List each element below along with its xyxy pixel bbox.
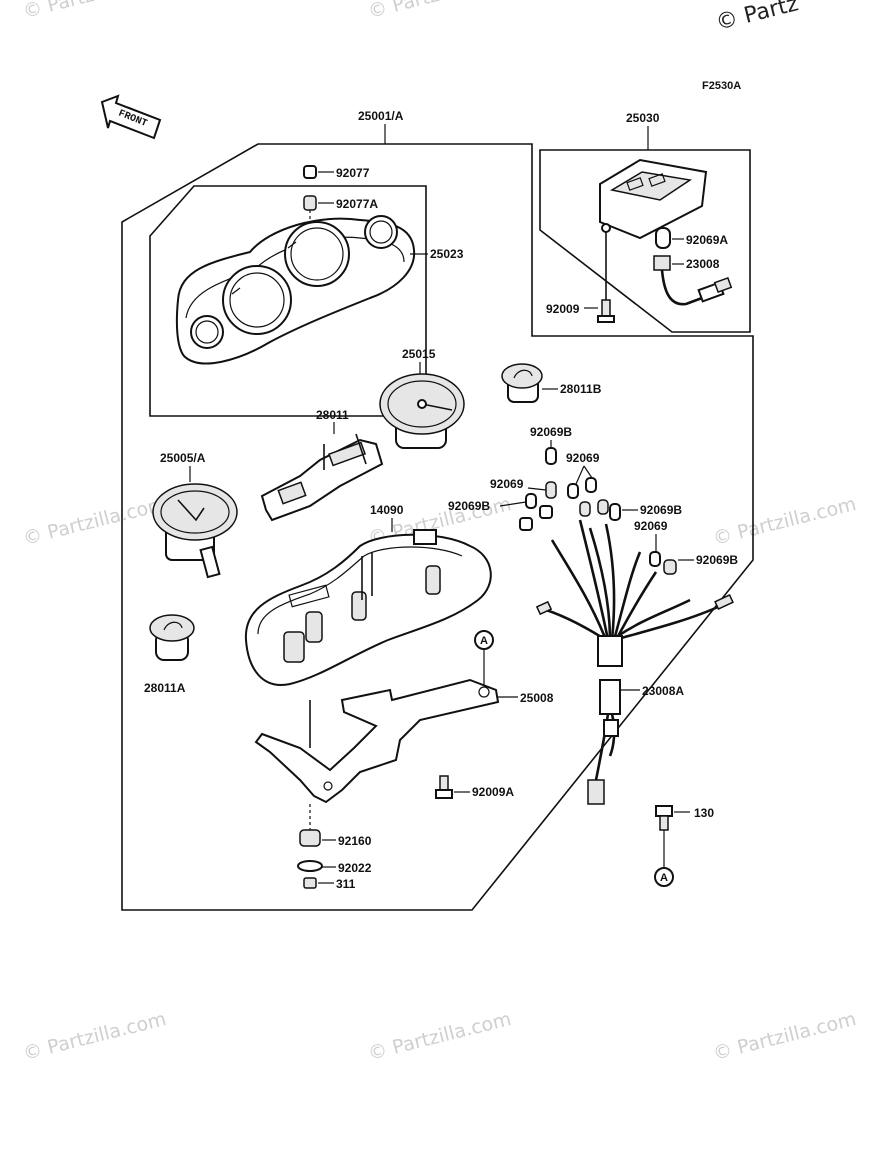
part-label-23008: 23008 [686, 257, 720, 271]
part-label-25023: 25023 [430, 247, 464, 261]
socket-23008 [653, 255, 733, 306]
callout-letter: A [660, 872, 668, 884]
gauge-25005A [152, 483, 238, 579]
gauge-25015 [379, 373, 465, 449]
part-label-25008: 25008 [520, 691, 554, 705]
part-label-25015: 25015 [402, 347, 436, 361]
bracket-plate-25008 [254, 678, 500, 804]
watermark: © Partzilla.com [21, 493, 169, 550]
bulb-92069-left [519, 481, 557, 531]
part-label-28011B: 28011B [560, 382, 602, 396]
figure-code: F2530A [702, 80, 741, 92]
nut-92077 [303, 165, 317, 179]
washer-92022 [297, 860, 323, 872]
watermark: © Partzilla.com [366, 0, 514, 23]
part-label-92077: 92077 [336, 166, 370, 180]
bulb-socket-28011B [501, 363, 543, 403]
indicator-subassembly-outline [539, 149, 751, 333]
part-label-92009: 92009 [546, 302, 580, 316]
part-label-23008A: 23008A [642, 684, 684, 698]
meter-cover-25023 [175, 215, 416, 365]
callout-letter: A [480, 635, 488, 647]
nut-92077A [303, 195, 317, 211]
grommet-92160 [299, 829, 321, 847]
part-label-92009A: 92009A [472, 785, 514, 799]
screw-92009A [435, 775, 453, 799]
indicator-unit [599, 158, 708, 240]
part-label-92069-b: 92069 [566, 451, 600, 465]
nut-311 [303, 877, 317, 889]
part-label-28011: 28011 [316, 408, 349, 422]
front-arrow-icon: FRONT [100, 94, 162, 140]
part-label-311: 311 [336, 877, 356, 891]
part-label-92069A: 92069A [686, 233, 728, 247]
socket-92069B-top [545, 447, 557, 465]
watermark: © Partzilla.com [711, 1008, 859, 1065]
part-label-92069B-left: 92069B [448, 499, 490, 513]
screw-92009 [597, 232, 615, 323]
bolt-130 [655, 805, 673, 831]
part-label-92022: 92022 [338, 861, 372, 875]
part-label-92160: 92160 [338, 834, 372, 848]
part-label-25005A: 25005/A [160, 451, 206, 465]
part-label-92069-c: 92069 [634, 519, 668, 533]
meter-case-14090 [244, 529, 492, 686]
connector-28011 [260, 433, 384, 522]
bulb-92069-center [567, 477, 609, 517]
callout-a-lower: A [654, 830, 674, 887]
cover-subassembly-outline [149, 185, 427, 417]
watermark-top-right: © Partz [713, 0, 801, 36]
part-label-28011A: 28011A [144, 681, 186, 695]
main-assembly-outline [121, 143, 754, 911]
part-label-92069-a: 92069 [490, 477, 524, 491]
part-label-14090: 14090 [370, 503, 404, 517]
socket-92069B-right [609, 503, 621, 521]
watermark: © Partzilla.com [21, 1008, 169, 1065]
watermark: © Partzilla.com [711, 493, 859, 550]
watermark: © Partzilla.com [21, 0, 169, 23]
watermark: © Partzilla.com [366, 1008, 514, 1065]
bulb-92069-lower [649, 551, 677, 575]
part-label-92077A: 92077A [336, 197, 378, 211]
wiring-harness-23008A [535, 519, 734, 805]
watermarks: © Partzilla.com © Partzilla.com © Partzi… [21, 0, 859, 1065]
part-label-92069B-top: 92069B [530, 425, 572, 439]
part-label-25030: 25030 [626, 111, 660, 125]
part-label-25001A: 25001/A [358, 109, 404, 123]
part-label-92069B-right: 92069B [640, 503, 682, 517]
bulb-92069A [655, 227, 671, 249]
part-label-92069B-low: 92069B [696, 553, 738, 567]
part-label-130: 130 [694, 806, 714, 820]
bulb-socket-28011A [149, 614, 195, 661]
